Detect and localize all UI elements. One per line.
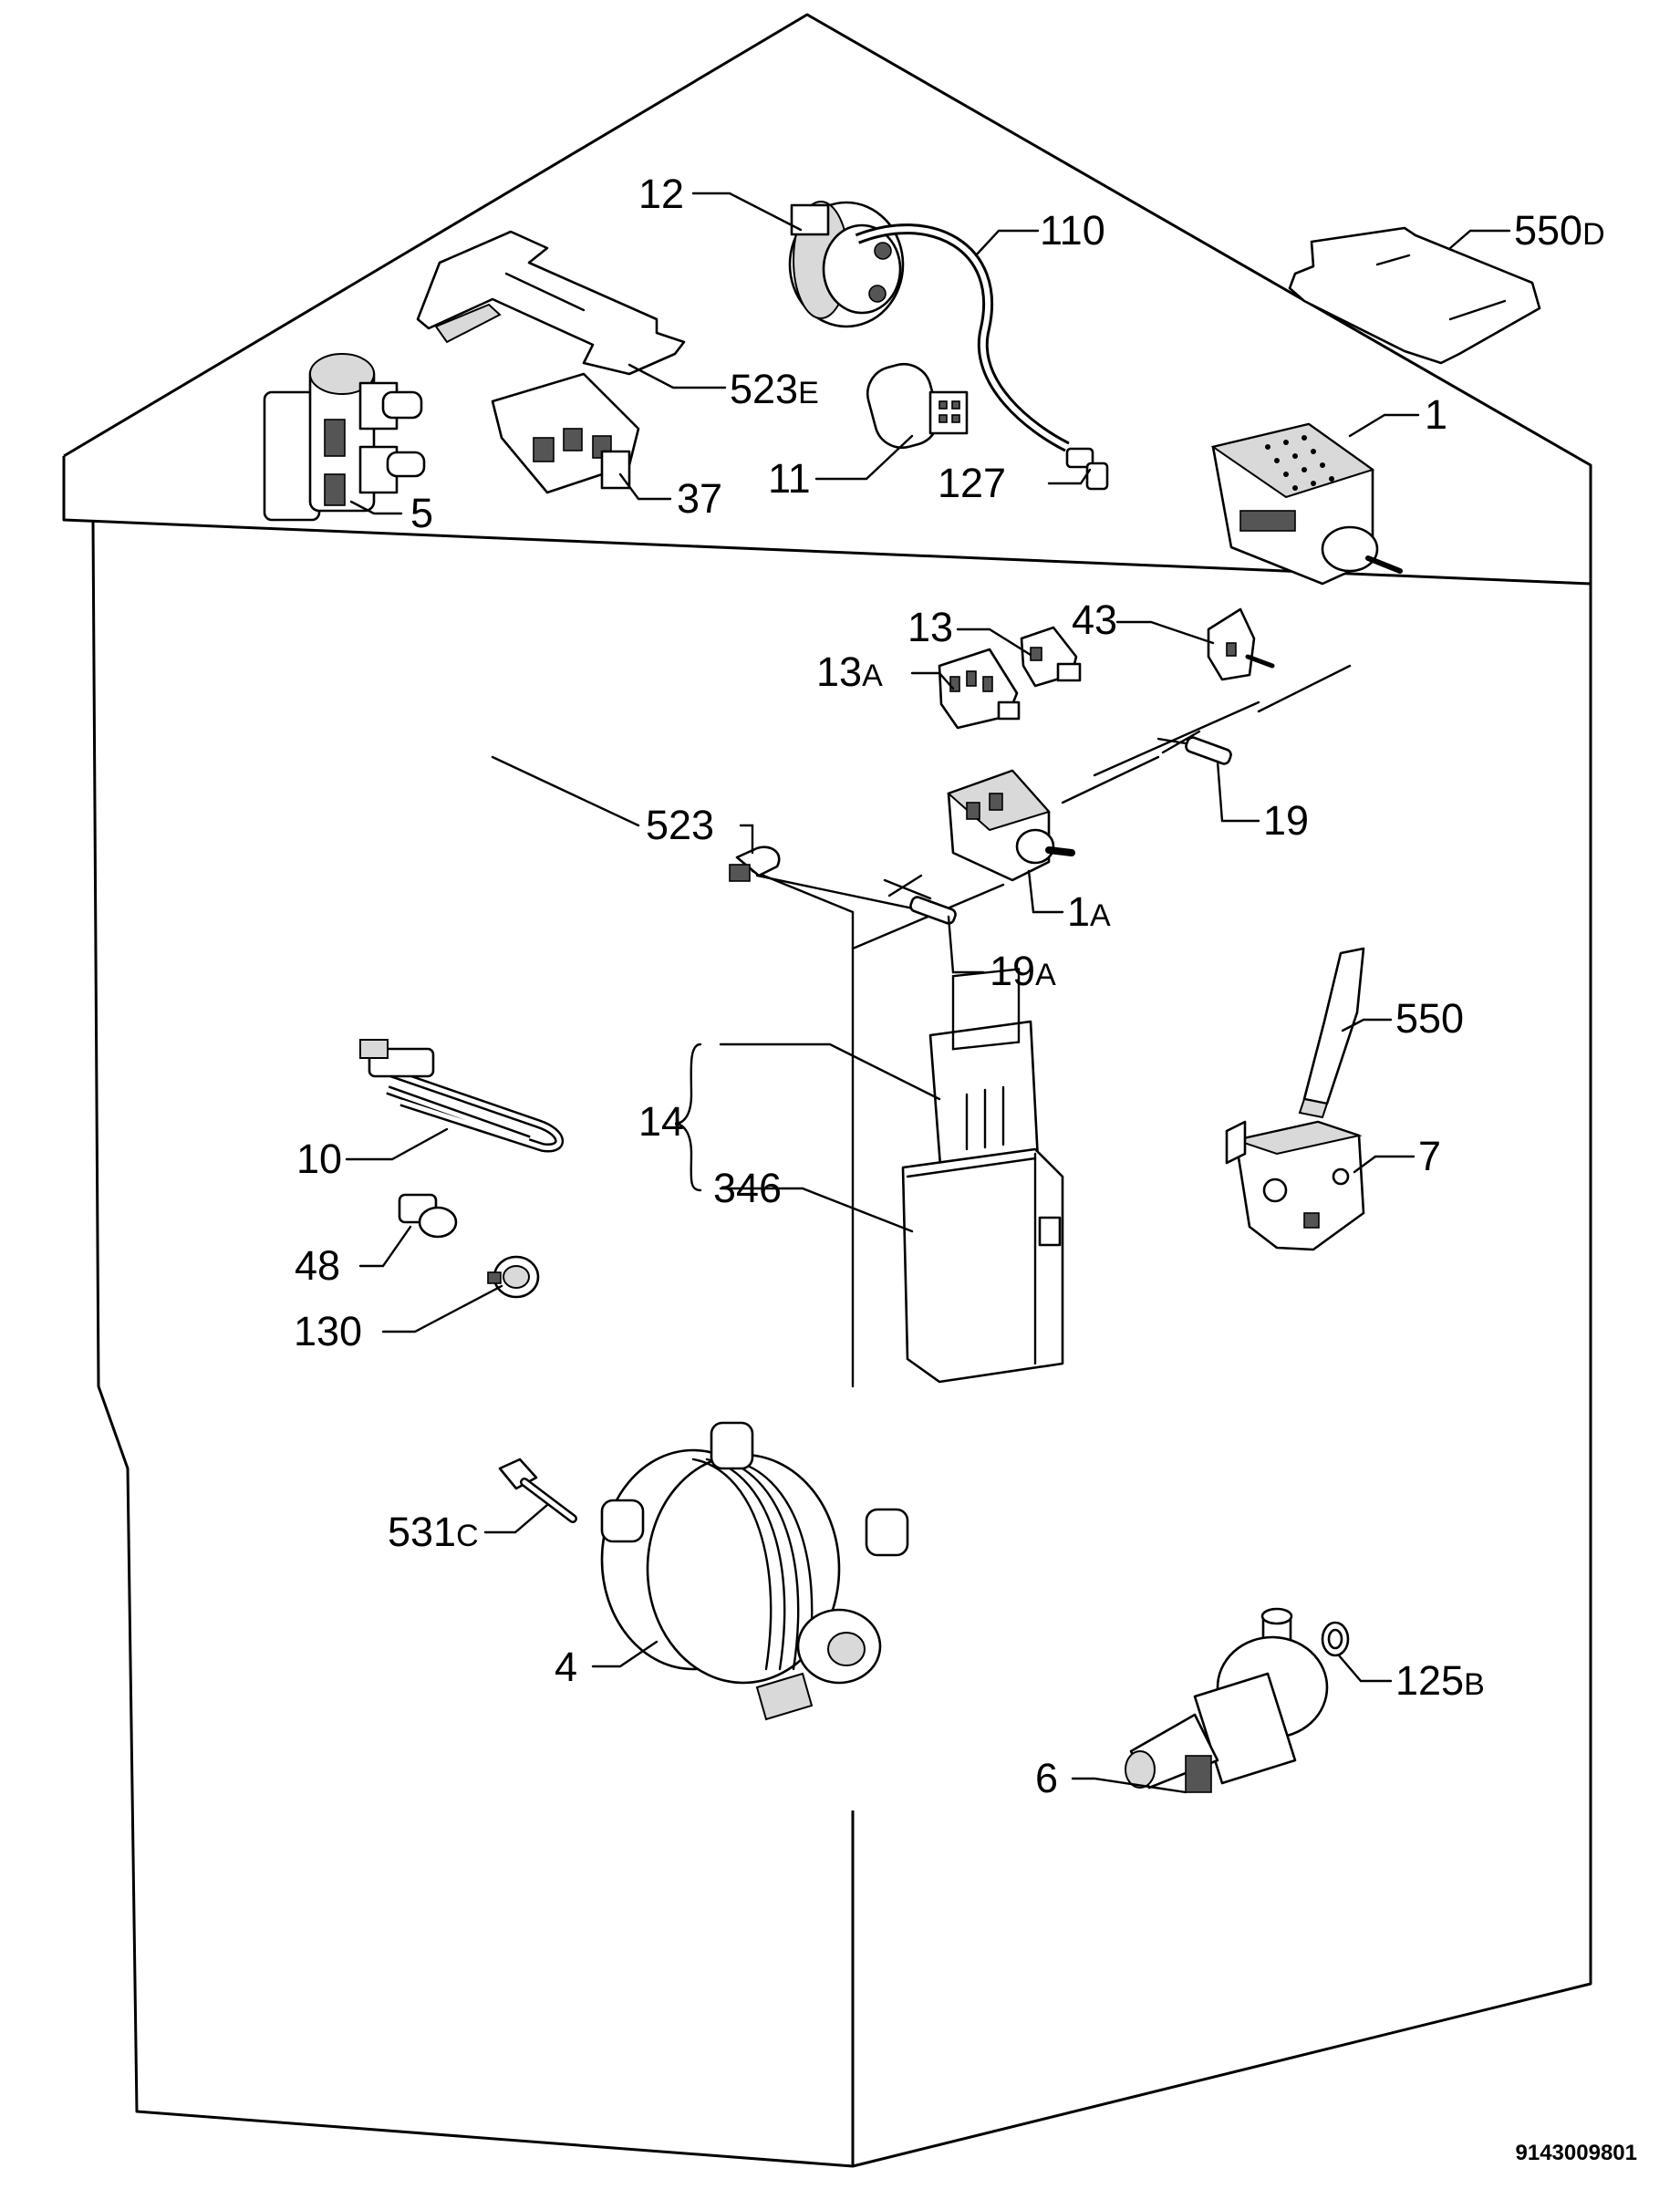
label-6: 6 xyxy=(1035,1755,1058,1801)
label-1a: 1A xyxy=(1067,888,1111,935)
label-10: 10 xyxy=(296,1136,342,1182)
part-labels: 12 110 550D 523E 1 11 127 37 5 13 43 13A… xyxy=(294,171,1605,1801)
door-switch-icon xyxy=(1207,607,1275,681)
label-523: 523 xyxy=(646,802,714,848)
motor-screw-icon xyxy=(498,1458,577,1523)
knob-shaft-icon xyxy=(1156,730,1232,765)
label-523e: 523E xyxy=(730,366,819,412)
label-127: 127 xyxy=(938,460,1006,506)
capacitor-icon xyxy=(866,362,969,450)
label-13a: 13A xyxy=(816,648,883,695)
label-130: 130 xyxy=(294,1308,362,1354)
connector-icon xyxy=(1020,626,1082,688)
ntc-sensor-icon xyxy=(487,1255,540,1299)
label-11: 11 xyxy=(768,455,811,502)
label-14: 14 xyxy=(638,1098,684,1145)
selector-switch-icon xyxy=(947,769,1075,882)
clip-icon xyxy=(729,846,781,882)
connector-a-icon xyxy=(938,648,1021,730)
seal-ring-icon xyxy=(1321,1621,1350,1657)
label-19: 19 xyxy=(1263,797,1309,844)
leader-lines xyxy=(345,192,1511,1794)
label-125b: 125B xyxy=(1395,1657,1485,1704)
programme-selector-icon xyxy=(1210,422,1403,586)
cabinet-outline xyxy=(62,13,1592,2168)
hose-nozzle-icon xyxy=(1065,447,1109,491)
label-43: 43 xyxy=(1072,597,1117,643)
motor-icon xyxy=(600,1421,909,1721)
label-7: 7 xyxy=(1418,1133,1441,1179)
label-4: 4 xyxy=(555,1644,577,1690)
label-19a: 19A xyxy=(990,948,1056,994)
label-346: 346 xyxy=(713,1165,782,1211)
door-lock-lever-icon xyxy=(1298,947,1365,1119)
interference-filter-cover-icon xyxy=(1288,226,1541,365)
label-12: 12 xyxy=(638,171,684,217)
label-531c: 531C xyxy=(388,1509,479,1555)
wiring-bracket-icon xyxy=(416,230,686,376)
door-interlock-icon xyxy=(1225,1120,1365,1251)
water-inlet-valve-icon xyxy=(263,353,426,522)
label-1: 1 xyxy=(1425,391,1447,438)
label-550: 550 xyxy=(1395,995,1464,1042)
pressure-hose-icon xyxy=(855,223,1070,452)
label-110: 110 xyxy=(1040,207,1105,254)
label-48: 48 xyxy=(295,1242,340,1289)
bracket-14 xyxy=(674,1043,702,1192)
board-housing-icon xyxy=(901,1147,1064,1384)
document-number: 9143009801 xyxy=(1516,2141,1637,2165)
pressure-switch-icon xyxy=(788,201,905,328)
label-37: 37 xyxy=(677,475,722,522)
label-5: 5 xyxy=(410,490,433,536)
heating-element-icon xyxy=(359,1039,565,1153)
knob-shaft-a-icon xyxy=(883,874,957,925)
label-13: 13 xyxy=(907,604,953,650)
drain-pump-icon xyxy=(1125,1607,1329,1793)
terminal-block-icon xyxy=(491,372,640,494)
label-550d: 550D xyxy=(1514,207,1605,254)
thermostat-icon xyxy=(398,1193,458,1239)
